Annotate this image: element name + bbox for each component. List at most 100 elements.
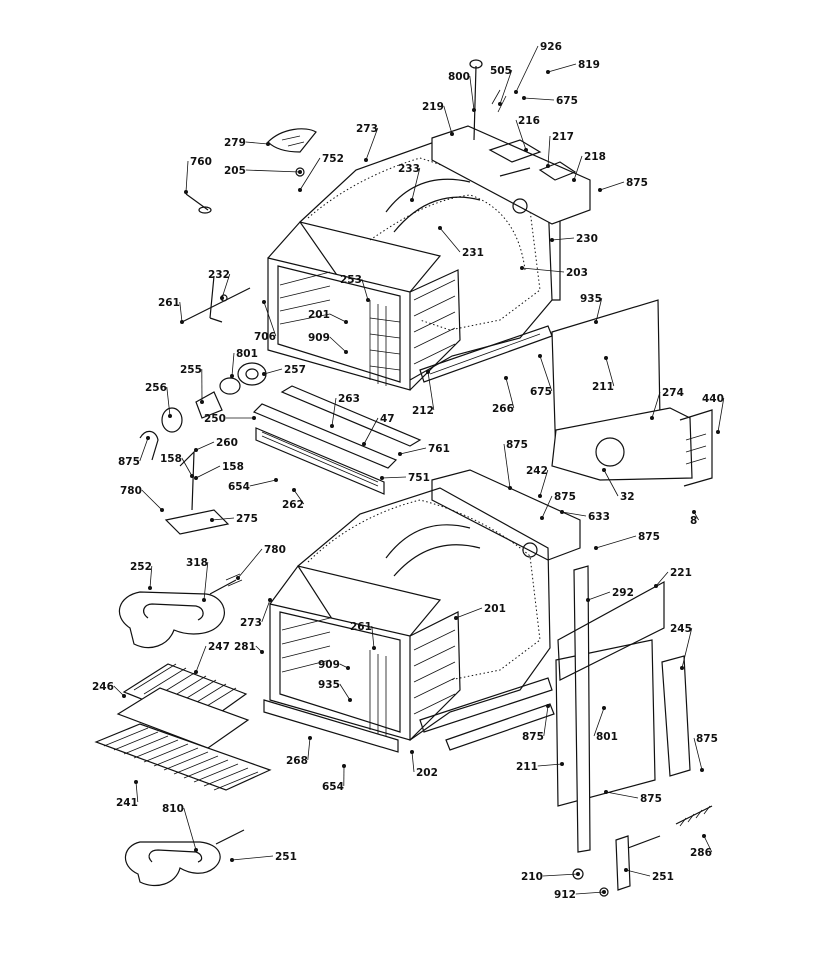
part-number-label: 47 [380, 413, 395, 425]
part-number-label: 218 [584, 151, 606, 163]
leader-dot [560, 510, 564, 514]
part-number-label: 250 [204, 413, 226, 425]
part-number-label: 279 [224, 137, 246, 149]
leader-dot [624, 868, 628, 872]
leader-dot [508, 486, 512, 490]
leader-line [246, 170, 300, 172]
leader-dot [598, 188, 602, 192]
part-number-label: 654 [228, 481, 250, 493]
part-number-label: 706 [254, 331, 276, 343]
leader-dot [366, 298, 370, 302]
part-number-label: 231 [462, 247, 484, 259]
leader-dot [344, 320, 348, 324]
vent-cover-part [186, 129, 316, 213]
leader-dot [572, 178, 576, 182]
leader-dot [202, 598, 206, 602]
leader-dot [522, 96, 526, 100]
part-number-label: 819 [578, 59, 600, 71]
leader-line [180, 302, 182, 322]
leader-dot [538, 354, 542, 358]
part-number-label: 241 [116, 797, 138, 809]
part-number-label: 252 [130, 561, 152, 573]
leader-dot [342, 764, 346, 768]
leader-line [382, 477, 406, 478]
leader-dot [308, 736, 312, 740]
leader-line [262, 600, 270, 622]
leader-line [308, 738, 310, 760]
leader-line [588, 592, 610, 600]
leader-line [524, 98, 554, 100]
part-number-label: 8 [690, 515, 697, 527]
leader-line [196, 466, 220, 478]
leader-dot [550, 238, 554, 242]
leader-dot [498, 102, 502, 106]
leader-dot [504, 376, 508, 380]
leader-dot [654, 584, 658, 588]
leader-dot [438, 226, 442, 230]
leader-dot [180, 320, 184, 324]
leader-line [196, 442, 214, 450]
part-number-label: 232 [208, 269, 230, 281]
leader-dot [346, 666, 350, 670]
part-number-label: 801 [596, 731, 618, 743]
leader-dot [364, 158, 368, 162]
part-number-label: 875 [118, 456, 140, 468]
leader-dot [716, 430, 720, 434]
leader-dot [194, 848, 198, 852]
part-number-label: 216 [518, 115, 540, 127]
part-number-label: 912 [554, 889, 576, 901]
leader-dot [168, 414, 172, 418]
part-number-label: 800 [448, 71, 470, 83]
part-number-label: 210 [521, 871, 543, 883]
part-number-label: 926 [540, 41, 562, 53]
leader-dot [122, 694, 126, 698]
leader-dot [454, 616, 458, 620]
part-number-label: 201 [308, 309, 330, 321]
part-number-label: 633 [588, 511, 610, 523]
leader-dot [410, 750, 414, 754]
leader-dot [220, 296, 224, 300]
part-number-label: 780 [120, 485, 142, 497]
part-number-label: 268 [286, 755, 308, 767]
leader-line [516, 46, 538, 92]
part-number-label: 505 [490, 65, 512, 77]
leader-dot [524, 148, 528, 152]
part-number-label: 158 [160, 453, 182, 465]
part-number-label: 273 [240, 617, 262, 629]
part-number-label: 875 [522, 731, 544, 743]
part-number-label: 875 [626, 177, 648, 189]
part-number-label: 263 [338, 393, 360, 405]
leader-dot [700, 768, 704, 772]
leader-dot [602, 890, 606, 894]
leader-dot [190, 474, 194, 478]
leader-dot [146, 436, 150, 440]
part-number-label: 801 [236, 348, 258, 360]
leader-dot [546, 704, 550, 708]
leader-dot [398, 452, 402, 456]
leader-line [182, 458, 192, 476]
part-number-label: 242 [526, 465, 548, 477]
part-number-label: 760 [190, 156, 212, 168]
part-number-label: 203 [566, 267, 588, 279]
leader-dot [602, 468, 606, 472]
leader-dot [702, 834, 706, 838]
leader-dot [426, 370, 430, 374]
leader-dot [236, 576, 240, 580]
part-number-label: 281 [234, 641, 256, 653]
part-number-label: 266 [492, 403, 514, 415]
leader-dot [268, 598, 272, 602]
leader-line [600, 182, 624, 190]
leader-dot [260, 650, 264, 654]
part-number-label: 245 [670, 623, 692, 635]
leader-line [456, 608, 482, 618]
part-number-label: 761 [428, 443, 450, 455]
part-number-label: 257 [284, 364, 306, 376]
leader-dot [134, 780, 138, 784]
leader-dot [380, 476, 384, 480]
leader-line [250, 480, 276, 486]
leader-dot [410, 198, 414, 202]
leader-line [400, 448, 426, 454]
part-number-label: 201 [484, 603, 506, 615]
part-number-label: 875 [638, 531, 660, 543]
